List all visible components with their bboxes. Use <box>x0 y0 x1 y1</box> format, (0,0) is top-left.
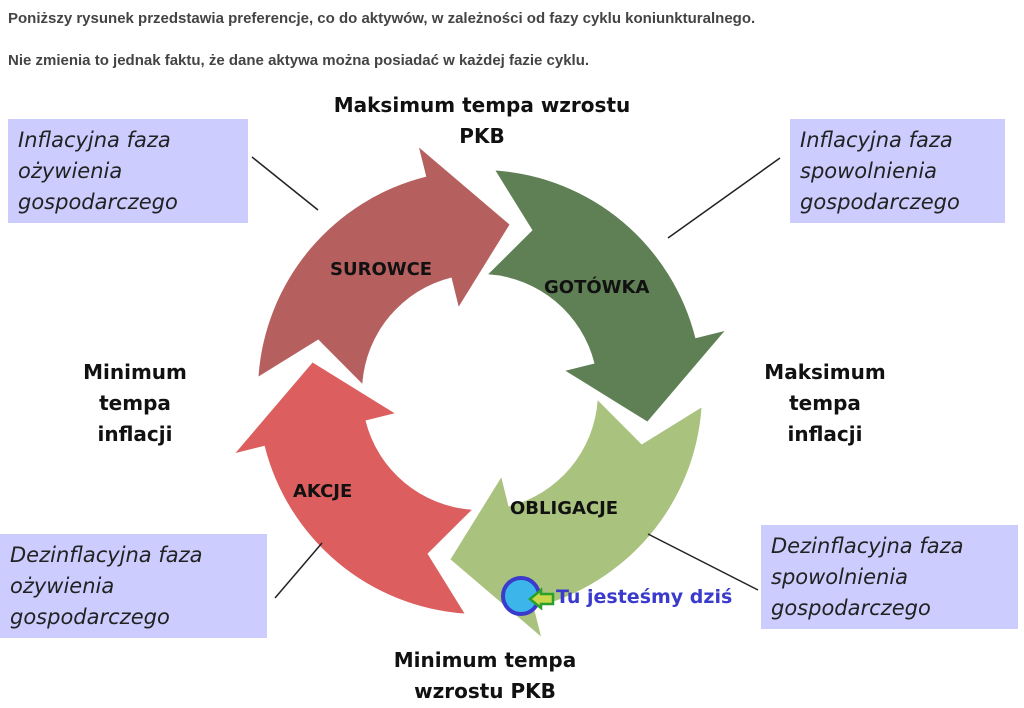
here-marker-icon <box>501 576 555 616</box>
label-line: Maksimum <box>764 360 886 384</box>
pointer-arrow-top-left <box>251 156 319 211</box>
intro-line-2: Nie zmienia to jednak faktu, że dane akt… <box>8 52 590 69</box>
pointer-arrows <box>251 156 781 599</box>
bottom-label: Minimum tempa wzrostu PKB <box>370 645 600 707</box>
intro-line-1: Poniższy rysunek przedstawia preferencje… <box>8 10 756 27</box>
phase-text: spowolnienia <box>771 565 909 589</box>
segment-label-obligacje: OBLIGACJE <box>510 498 619 519</box>
cycle-arrow-surowce <box>258 147 510 384</box>
label-line: PKB <box>459 124 505 148</box>
phase-box-bottom-left: Dezinflacyjna faza ożywienia gospodarcze… <box>0 534 267 638</box>
pointer-arrow-bottom-right <box>647 533 759 591</box>
phase-text: Dezinflacyjna faza <box>771 534 964 558</box>
right-label: Maksimum tempa inflacji <box>755 357 895 450</box>
segment-label-gotowka: GOTÓWKA <box>544 277 650 298</box>
top-label: Maksimum tempa wzrostu PKB <box>312 90 652 152</box>
phase-text: gospodarczego <box>18 190 178 214</box>
label-line: inflacji <box>787 422 863 446</box>
cycle-arrow-akcje <box>235 362 472 614</box>
label-line: tempa <box>99 391 171 415</box>
segment-label-surowce: SUROWCE <box>330 259 433 280</box>
label-line: Minimum tempa <box>393 648 577 672</box>
phase-box-top-right: Inflacyjna faza spowolnienia gospodarcze… <box>790 119 1005 223</box>
phase-text: ożywienia <box>10 574 115 598</box>
phase-text: spowolnienia <box>800 159 938 183</box>
pointer-arrow-top-right <box>667 157 781 239</box>
phase-text: gospodarczego <box>10 605 170 629</box>
pointer-arrow-bottom-left <box>274 542 323 599</box>
segment-label-akcje: AKCJE <box>293 481 353 502</box>
label-line: Maksimum tempa wzrostu <box>333 93 631 117</box>
label-line: Minimum <box>83 360 187 384</box>
phase-box-top-left: Inflacyjna faza ożywienia gospodarczego <box>8 119 248 223</box>
phase-text: gospodarczego <box>800 190 960 214</box>
label-line: tempa <box>789 391 861 415</box>
phase-text: gospodarczego <box>771 596 931 620</box>
cycle-arrow-obligacje <box>450 400 702 637</box>
left-label: Minimum tempa inflacji <box>70 357 200 450</box>
phase-text: Inflacyjna faza <box>800 128 953 152</box>
phase-text: Inflacyjna faza <box>18 128 171 152</box>
label-line: inflacji <box>97 422 173 446</box>
phase-box-bottom-right: Dezinflacyjna faza spowolnienia gospodar… <box>761 525 1018 629</box>
phase-text: Dezinflacyjna faza <box>10 543 203 567</box>
phase-text: ożywienia <box>18 159 123 183</box>
cycle-arrow-gotowka <box>488 170 725 422</box>
label-line: wzrostu PKB <box>414 679 556 703</box>
here-marker-label: Tu jesteśmy dziś <box>556 586 733 608</box>
